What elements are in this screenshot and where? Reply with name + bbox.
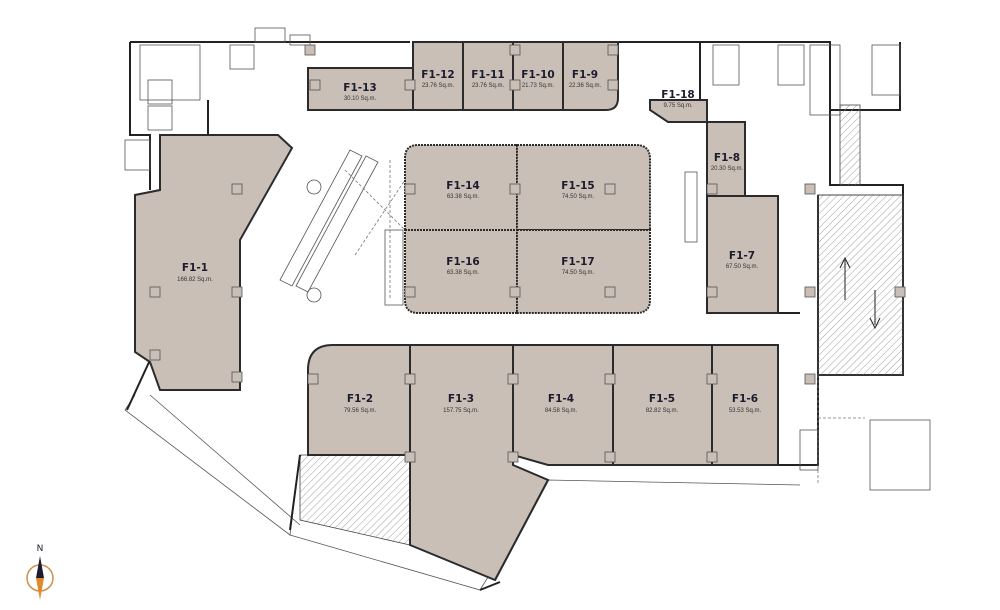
unit-area: 74.50 Sq.m. bbox=[562, 270, 595, 276]
structural-columns bbox=[149, 44, 906, 463]
unit-area: 53.53 Sq.m. bbox=[729, 408, 762, 414]
unit-area: 82.82 Sq.m. bbox=[646, 408, 679, 414]
unit-label: F1-16 bbox=[446, 256, 479, 268]
unit-F1-9[interactable] bbox=[562, 41, 619, 111]
compass-needle-north bbox=[36, 556, 44, 578]
unit-labels: F1-1 166.82 Sq.m. F1-2 79.56 Sq.m. F1-3 … bbox=[177, 69, 761, 414]
unit-label: F1-9 bbox=[572, 69, 598, 81]
unit-label: F1-11 bbox=[471, 69, 504, 81]
unit-label: F1-3 bbox=[448, 393, 474, 405]
unit-F1-18[interactable] bbox=[649, 99, 708, 123]
unit-area: 22.36 Sq.m. bbox=[569, 83, 602, 89]
unit-area: 166.82 Sq.m. bbox=[177, 277, 213, 283]
unit-F1-4[interactable] bbox=[512, 344, 614, 466]
unit-label: F1-1 bbox=[182, 262, 208, 274]
unit-F1-17[interactable] bbox=[516, 229, 651, 314]
unit-area: 23.76 Sq.m. bbox=[422, 83, 455, 89]
unit-F1-2[interactable] bbox=[307, 344, 411, 456]
unit-label: F1-14 bbox=[446, 180, 479, 192]
unit-F1-12[interactable] bbox=[412, 41, 464, 111]
unit-label: F1-7 bbox=[729, 250, 755, 262]
unit-area: 84.58 Sq.m. bbox=[545, 408, 578, 414]
unit-label: F1-13 bbox=[343, 82, 376, 94]
unit-label: F1-10 bbox=[521, 69, 554, 81]
unit-label: F1-4 bbox=[548, 393, 574, 405]
unit-area: 23.76 Sq.m. bbox=[472, 83, 505, 89]
unit-area: 20.30 Sq.m. bbox=[711, 166, 744, 172]
unit-F1-1[interactable] bbox=[134, 134, 294, 391]
unit-area: 30.10 Sq.m. bbox=[344, 96, 377, 102]
unit-area: 79.56 Sq.m. bbox=[344, 408, 377, 414]
unit-label: F1-5 bbox=[649, 393, 675, 405]
unit-label: F1-12 bbox=[421, 69, 454, 81]
compass: N bbox=[26, 544, 54, 600]
unit-F1-6[interactable] bbox=[711, 344, 779, 466]
compass-needle-south bbox=[36, 578, 44, 600]
unit-label: F1-6 bbox=[732, 393, 758, 405]
ramp-arrows bbox=[839, 256, 881, 330]
unit-area: 67.50 Sq.m. bbox=[726, 264, 759, 270]
unit-label: F1-2 bbox=[347, 393, 373, 405]
unit-label: F1-17 bbox=[561, 256, 594, 268]
unit-area: 74.50 Sq.m. bbox=[562, 194, 595, 200]
unit-area: 21.73 Sq.m. bbox=[522, 83, 555, 89]
unit-F1-7[interactable] bbox=[706, 195, 779, 314]
unit-area: 63.38 Sq.m. bbox=[447, 270, 480, 276]
stairs bbox=[839, 104, 861, 186]
compass-north-label: N bbox=[37, 544, 44, 554]
unit-F1-16[interactable] bbox=[404, 229, 518, 314]
unit-label: F1-8 bbox=[714, 152, 740, 164]
escalator bbox=[279, 149, 698, 306]
unit-area: 9.75 Sq.m. bbox=[663, 103, 692, 109]
terrace-hatch bbox=[299, 454, 411, 546]
unit-label: F1-18 bbox=[661, 89, 694, 101]
unit-area: 157.75 Sq.m. bbox=[443, 408, 479, 414]
unit-area: 63.38 Sq.m. bbox=[447, 194, 480, 200]
unit-F1-15[interactable] bbox=[516, 144, 651, 231]
unit-F1-14[interactable] bbox=[404, 144, 518, 231]
unit-F1-10[interactable] bbox=[512, 41, 564, 111]
unit-label: F1-15 bbox=[561, 180, 594, 192]
unit-F1-5[interactable] bbox=[612, 344, 713, 466]
ramp bbox=[817, 194, 904, 376]
